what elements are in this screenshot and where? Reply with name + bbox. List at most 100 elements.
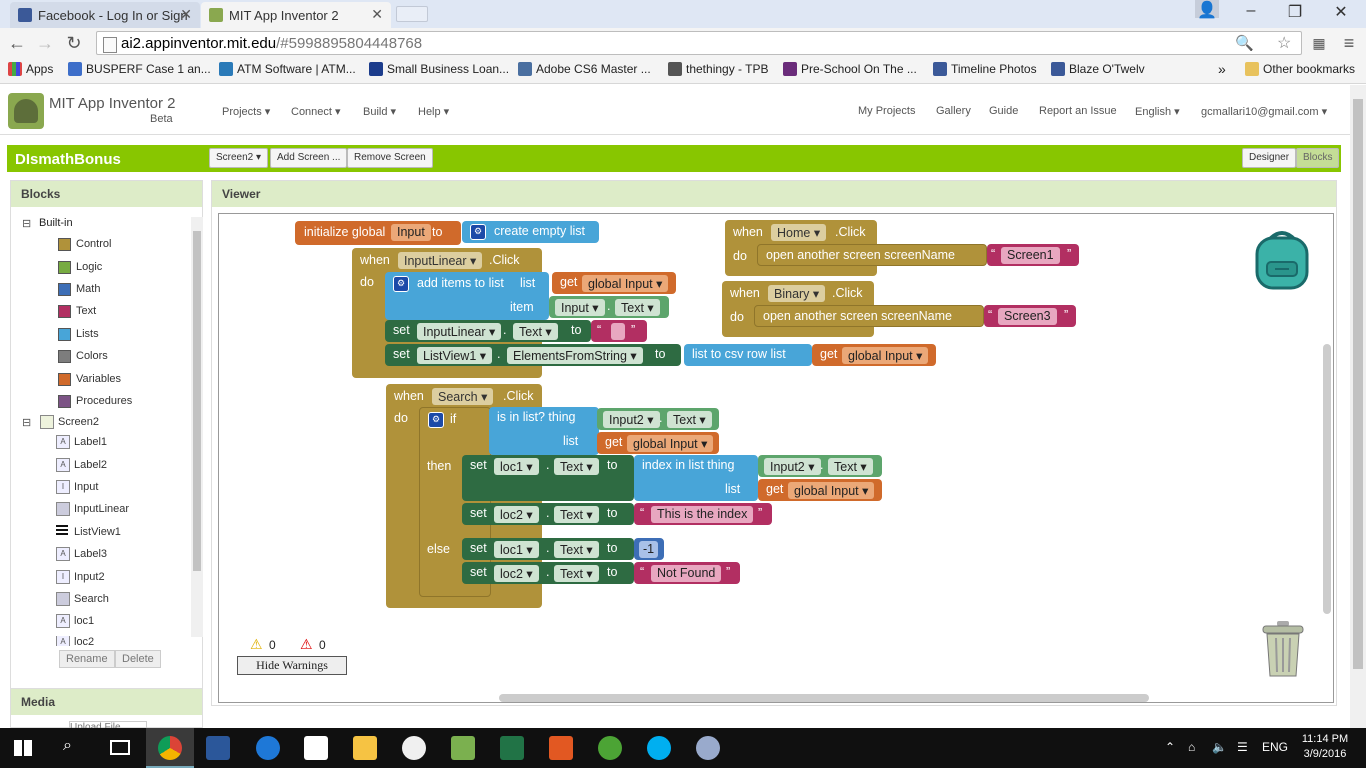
remove-screen-button[interactable]: Remove Screen: [347, 148, 433, 168]
address-bar[interactable]: ai2.appinventor.mit.edu/#599889580444876…: [96, 31, 1302, 55]
set-loc1-text-block[interactable]: set loc1 ▾ . Text ▾ to: [462, 538, 634, 560]
skype-icon[interactable]: [647, 736, 671, 760]
network-icon[interactable]: ⌂: [1188, 740, 1196, 754]
add-items-to-list-block[interactable]: ⚙ add items to list list item: [385, 272, 549, 320]
get-global-block[interactable]: get global Input ▾: [812, 344, 936, 366]
tree-lists[interactable]: Lists: [58, 328, 99, 341]
text-literal-block[interactable]: “ This is the index ”: [634, 503, 772, 525]
mutator-gear-icon[interactable]: ⚙: [428, 412, 444, 428]
tree-control[interactable]: Control: [58, 238, 111, 251]
bookmark-item[interactable]: Timeline Photos: [933, 62, 1037, 76]
open-another-screen-block[interactable]: open another screen screenName: [757, 244, 987, 266]
menu-help[interactable]: Help ▾: [418, 106, 450, 118]
zoom-icon[interactable]: 🔍: [1235, 35, 1254, 52]
store-icon[interactable]: [304, 736, 328, 760]
is-in-list-block[interactable]: is in list? thing list: [489, 407, 599, 455]
tray-overflow-icon[interactable]: ⌃: [1165, 740, 1176, 754]
bookmark-item[interactable]: BUSPERF Case 1 an...: [68, 62, 211, 76]
bookmark-item[interactable]: Blaze O'Twelv: [1051, 62, 1145, 76]
delete-button[interactable]: Delete: [115, 650, 161, 668]
bookmark-item[interactable]: ATM Software | ATM...: [219, 62, 356, 76]
property-dropdown[interactable]: Text ▾: [513, 323, 558, 340]
text-literal-block[interactable]: “ Screen1 ”: [987, 244, 1079, 266]
property-dropdown[interactable]: Text ▾: [554, 541, 599, 558]
variable-dropdown[interactable]: global Input ▾: [788, 482, 875, 499]
component-dropdown[interactable]: InputLinear ▾: [398, 252, 483, 269]
component-dropdown[interactable]: Input2 ▾: [603, 411, 660, 428]
menu-build[interactable]: Build ▾: [363, 106, 397, 118]
tree-search[interactable]: Search: [56, 592, 109, 606]
initialize-global-block[interactable]: initialize global Input to: [295, 221, 461, 245]
open-another-screen-block[interactable]: open another screen screenName: [754, 305, 984, 327]
text-value[interactable]: Screen1: [1001, 247, 1060, 264]
minimize-icon[interactable]: –: [1246, 2, 1256, 19]
media-player-icon[interactable]: [549, 736, 573, 760]
link-gallery[interactable]: Gallery: [936, 105, 971, 117]
component-dropdown[interactable]: loc2 ▾: [494, 565, 539, 582]
component-dropdown[interactable]: Home ▾: [771, 224, 827, 241]
blocks-tree-scrollbar[interactable]: [191, 217, 203, 637]
tree-math[interactable]: Math: [58, 283, 100, 296]
word-icon[interactable]: [206, 736, 230, 760]
file-explorer-icon[interactable]: [353, 736, 377, 760]
component-dropdown[interactable]: Input2 ▾: [764, 458, 821, 475]
variable-dropdown[interactable]: global Input ▾: [842, 347, 929, 364]
property-dropdown[interactable]: Text ▾: [554, 506, 599, 523]
tree-colors[interactable]: Colors: [58, 350, 108, 363]
rename-button[interactable]: Rename: [59, 650, 115, 668]
bookmarks-more[interactable]: »: [1218, 61, 1226, 77]
tab-facebook[interactable]: Facebook - Log In or Sign ✕: [10, 2, 200, 28]
component-dropdown[interactable]: InputLinear ▾: [417, 323, 502, 340]
user-icon[interactable]: 👤: [1195, 0, 1219, 19]
set-loc1-text-block[interactable]: set loc1 ▾ . Text ▾ to: [462, 455, 634, 501]
itunes-icon[interactable]: [402, 736, 426, 760]
search-icon[interactable]: ⌕: [63, 737, 72, 754]
get-global-block[interactable]: get global Input ▾: [552, 272, 676, 294]
component-property-block[interactable]: Input ▾ . Text ▾: [549, 296, 669, 318]
component-dropdown[interactable]: Input ▾: [555, 299, 605, 316]
link-report-issue[interactable]: Report an Issue: [1039, 105, 1117, 117]
hide-warnings-button[interactable]: Hide Warnings: [237, 656, 347, 675]
property-dropdown[interactable]: Text ▾: [554, 458, 599, 475]
utorrent-icon[interactable]: [598, 736, 622, 760]
component-dropdown[interactable]: Search ▾: [432, 388, 494, 405]
workspace-vertical-scrollbar[interactable]: [1323, 344, 1331, 614]
blocks-workspace[interactable]: initialize global Input to ⚙ create empt…: [218, 213, 1334, 703]
bookmark-item[interactable]: Apps: [8, 62, 53, 76]
empty-text-block[interactable]: “ ”: [591, 320, 647, 342]
component-dropdown[interactable]: ListView1 ▾: [417, 347, 493, 364]
variable-dropdown[interactable]: global Input ▾: [627, 435, 714, 452]
component-dropdown[interactable]: loc1 ▾: [494, 541, 539, 558]
create-empty-list-block[interactable]: ⚙ create empty list: [462, 221, 599, 243]
link-guide[interactable]: Guide: [989, 105, 1019, 117]
project-icon[interactable]: [451, 736, 475, 760]
set-inputlinear-text-block[interactable]: set InputLinear ▾ . Text ▾ to: [385, 320, 591, 342]
collapse-icon[interactable]: ⊟: [22, 417, 32, 429]
edge-icon[interactable]: [256, 736, 280, 760]
tree-procedures[interactable]: Procedures: [58, 395, 132, 408]
clock[interactable]: 11:14 PM 3/9/2016: [1290, 732, 1360, 762]
other-bookmarks[interactable]: Other bookmarks: [1245, 62, 1355, 76]
variable-dropdown[interactable]: global Input ▾: [582, 275, 669, 292]
component-dropdown[interactable]: Binary ▾: [768, 285, 826, 302]
number-value[interactable]: -1: [639, 541, 659, 558]
bookmark-item[interactable]: Adobe CS6 Master ...: [518, 62, 651, 76]
mutator-gear-icon[interactable]: ⚙: [470, 224, 486, 240]
account-menu[interactable]: gcmallari10@gmail.com ▾: [1201, 106, 1328, 118]
text-value[interactable]: Not Found: [651, 565, 722, 582]
component-property-block[interactable]: Input2 ▾ . Text ▾: [597, 408, 719, 430]
close-tab-icon[interactable]: ✕: [180, 6, 192, 22]
set-listview-elements-block[interactable]: set ListView1 ▾ . ElementsFromString ▾ t…: [385, 344, 681, 366]
bookmark-item[interactable]: thethingy - TPB: [668, 62, 769, 76]
property-dropdown[interactable]: ElementsFromString ▾: [507, 347, 643, 364]
get-global-block[interactable]: get global Input ▾: [597, 432, 719, 454]
bookmark-item[interactable]: Small Business Loan...: [369, 62, 509, 76]
language-indicator[interactable]: ENG: [1262, 740, 1289, 754]
set-loc2-text-block[interactable]: set loc2 ▾ . Text ▾ to: [462, 562, 634, 584]
collapse-icon[interactable]: ⊟: [22, 218, 32, 230]
